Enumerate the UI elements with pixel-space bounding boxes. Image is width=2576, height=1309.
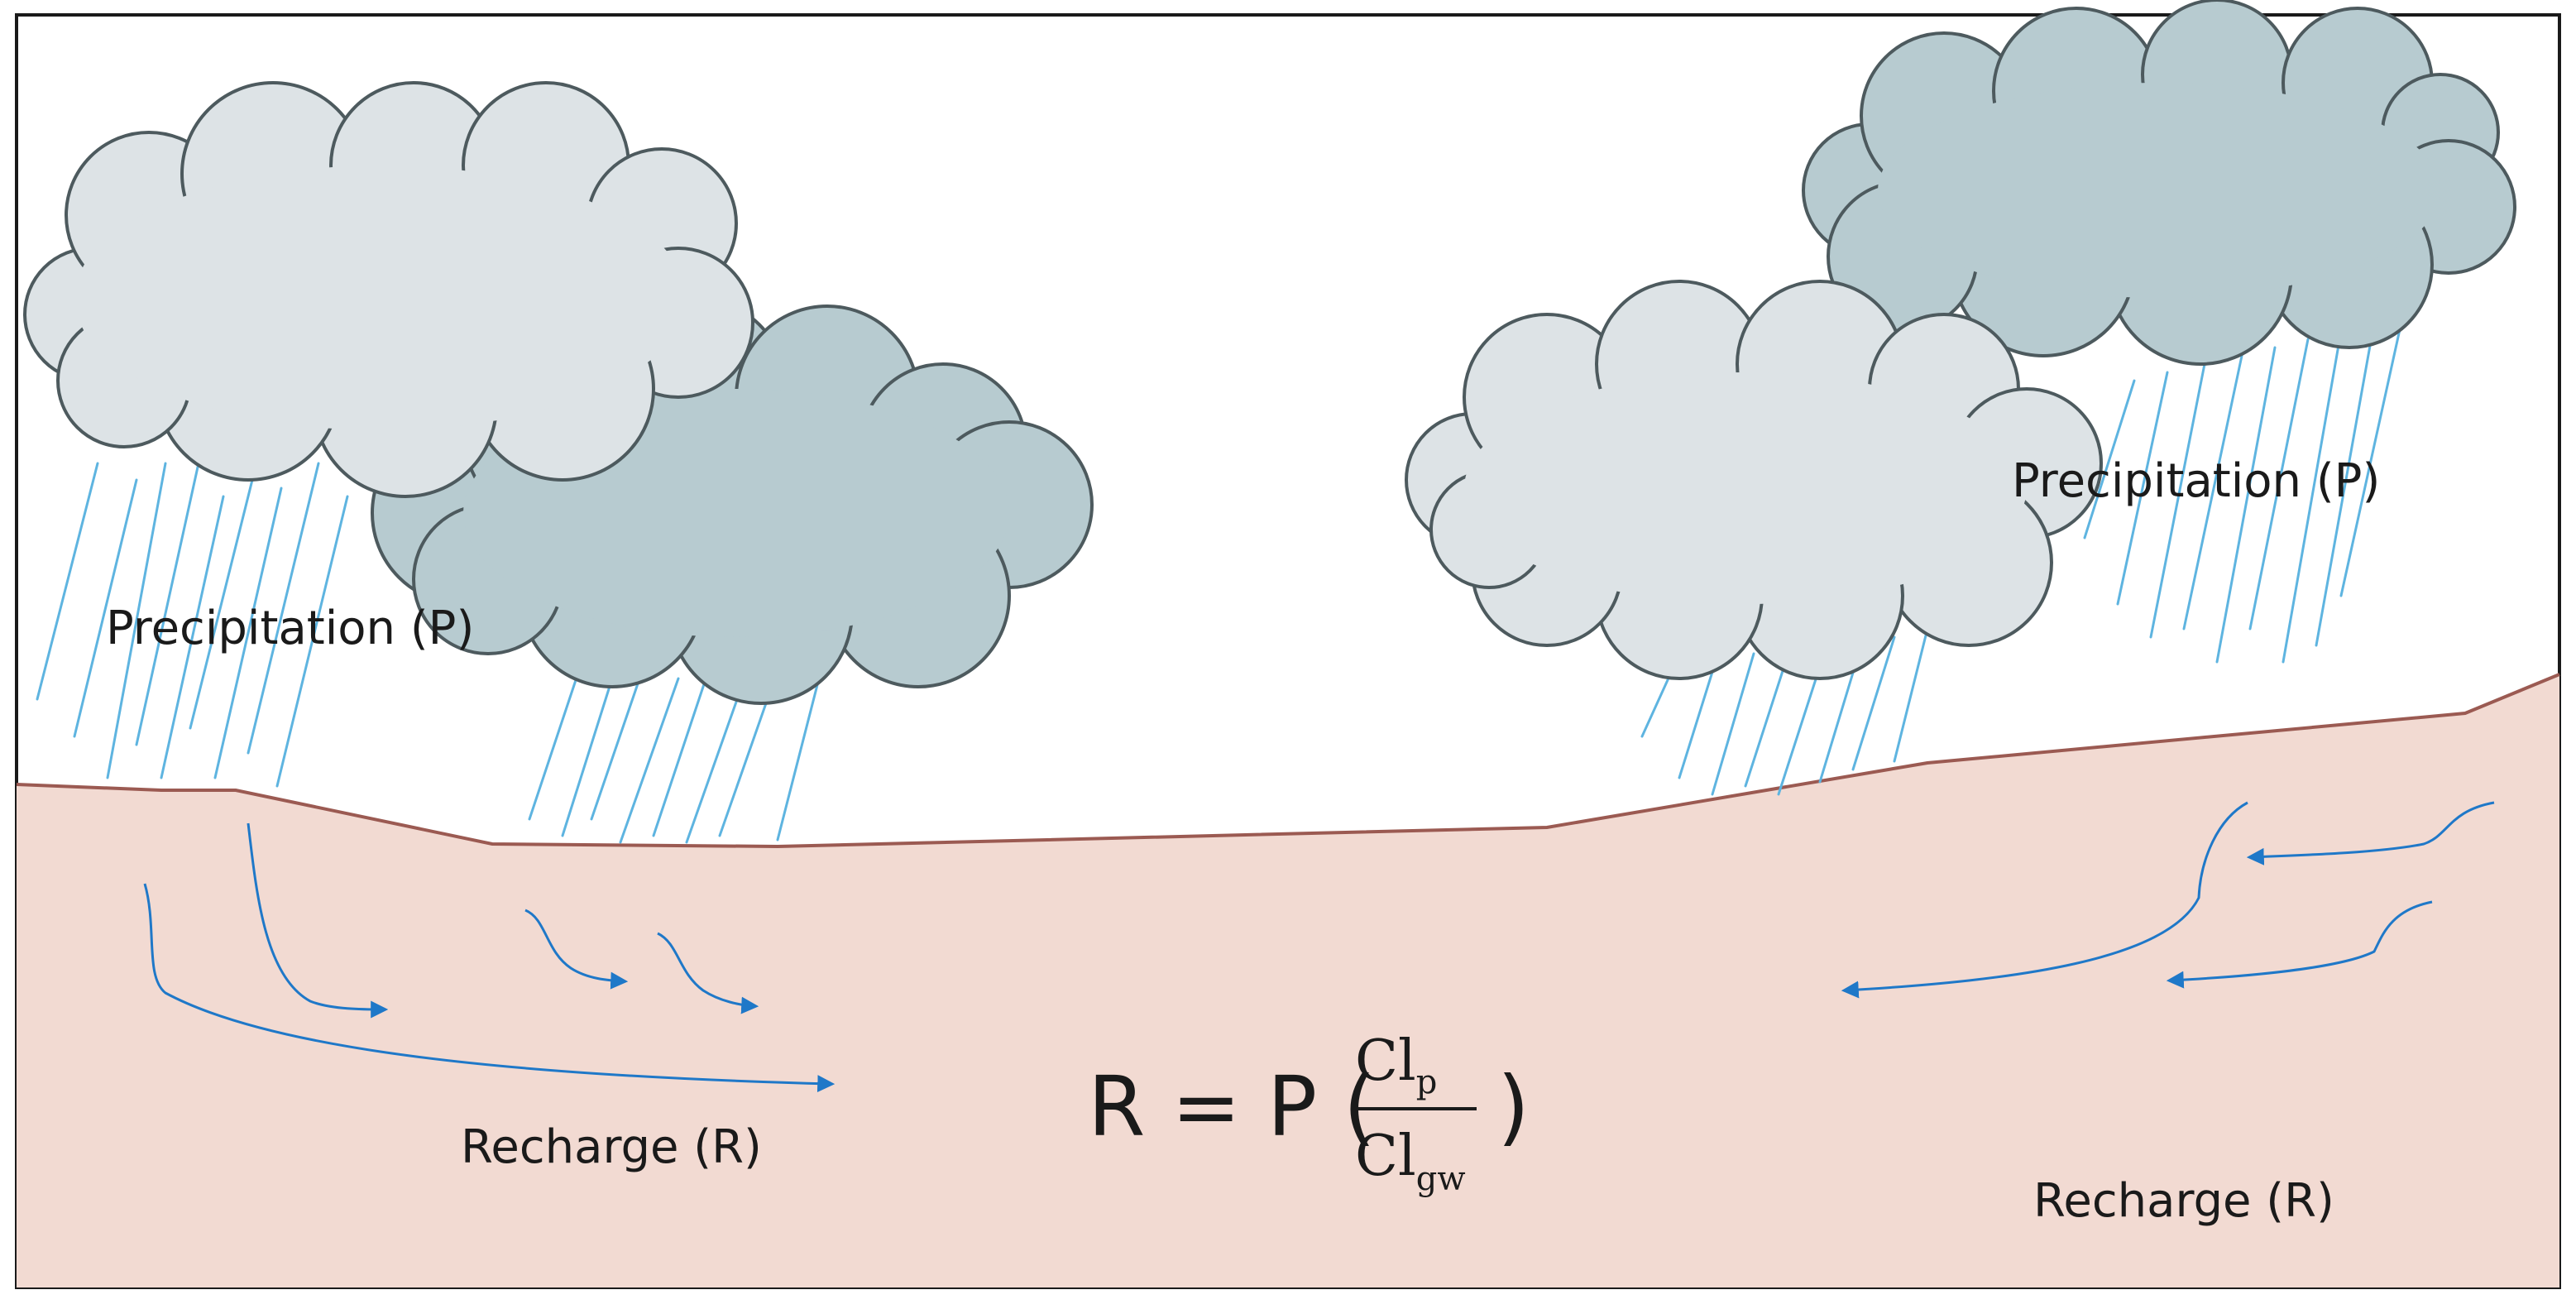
recharge-equation: R = P ( Clp Clgw ) — [1088, 1028, 1530, 1198]
equation-numerator: Clp — [1355, 1028, 1437, 1101]
equation-close-paren: ) — [1497, 1058, 1530, 1155]
arrow-left-short-2 — [657, 932, 759, 1014]
cloud-left-light — [23, 81, 754, 498]
recharge-arrows-right — [1841, 801, 2495, 999]
arrow-left-short-1 — [524, 909, 629, 990]
recharge-arrows-left — [143, 822, 836, 1093]
denominator-main: Cl — [1355, 1124, 1416, 1189]
ground-surface-line — [16, 673, 2560, 849]
numerator-sub: p — [1416, 1063, 1438, 1101]
arrow-right-long — [1841, 801, 2248, 999]
arrow-right-lower — [2166, 900, 2433, 989]
denominator-sub: gw — [1416, 1160, 1466, 1198]
cloud-right-light — [1405, 280, 2103, 680]
numerator-main: Cl — [1355, 1028, 1416, 1094]
ground-area — [17, 674, 2559, 1287]
arrow-left-long — [143, 883, 836, 1093]
equation-denominator: Clgw — [1355, 1124, 1466, 1198]
arrow-left-mid — [247, 822, 389, 1019]
arrow-right-upper — [2246, 801, 2495, 865]
cloud-right-dark — [1802, 0, 2516, 366]
equation-lhs: R = P ( — [1088, 1058, 1376, 1155]
label-recharge-left: Recharge (R) — [461, 1120, 762, 1174]
label-precipitation-left: Precipitation (P) — [106, 602, 474, 655]
label-recharge-right: Recharge (R) — [2033, 1174, 2334, 1228]
label-precipitation-right: Precipitation (P) — [2012, 454, 2380, 508]
